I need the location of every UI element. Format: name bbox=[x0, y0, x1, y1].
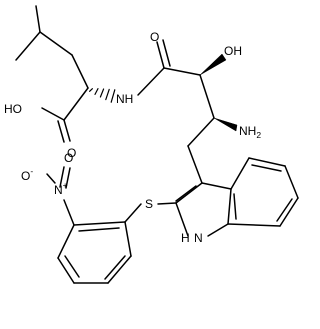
atom-label-nitro-o: O bbox=[64, 151, 73, 165]
atom-label-indole-n: N bbox=[194, 231, 203, 245]
atom-label-amide-nh: NH bbox=[116, 92, 133, 106]
amino-nh: NH bbox=[239, 124, 256, 138]
atom-label-sulfur: S bbox=[145, 197, 153, 211]
hydroxyl-wedge bbox=[199, 53, 227, 119]
plus-charge: + bbox=[63, 180, 68, 190]
thioether-link bbox=[124, 202, 177, 223]
amino-subscript: 2 bbox=[256, 130, 261, 140]
atom-label-nitro-o-minus: O- bbox=[21, 166, 33, 183]
nitro-oxygen-minus: O bbox=[21, 169, 30, 183]
nitro-group bbox=[46, 166, 75, 226]
indole-ring bbox=[175, 157, 299, 237]
amino-wedge bbox=[187, 117, 238, 184]
atom-label-amide-oxygen: O bbox=[150, 30, 159, 44]
isobutyl-group bbox=[15, 5, 89, 89]
atom-label-ho: HO bbox=[4, 102, 22, 116]
carboxylic-acid-group bbox=[41, 87, 89, 143]
atom-label-hydroxyl: OH bbox=[224, 44, 242, 58]
alpha-carbon-hashed-bond bbox=[88, 87, 116, 103]
nitrophenyl-ring bbox=[57, 221, 132, 284]
atom-label-amino: NH2 bbox=[239, 124, 261, 140]
atom-label-indole-h: H bbox=[181, 231, 190, 245]
amide-group bbox=[137, 39, 201, 96]
minus-charge: - bbox=[30, 166, 33, 176]
atom-label-acid-oxygen: O bbox=[67, 146, 76, 160]
nitro-nitrogen: N bbox=[54, 183, 63, 197]
chemical-structure: HO O NH O OH NH2 S N H O- N+ O bbox=[4, 5, 299, 284]
atom-label-nitro-n: N+ bbox=[54, 180, 68, 197]
